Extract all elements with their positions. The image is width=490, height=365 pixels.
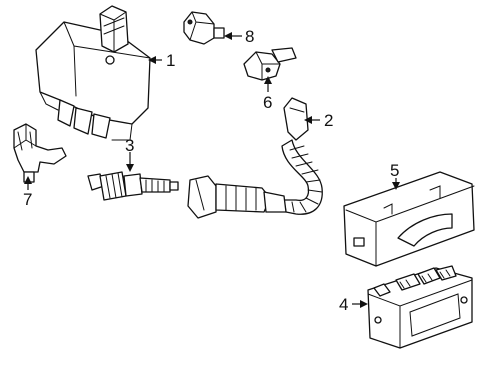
callout-8: 8 xyxy=(245,27,254,46)
callout-5: 5 xyxy=(390,161,399,180)
sensor-7 xyxy=(13,123,67,183)
callout-4: 4 xyxy=(339,295,348,314)
ignition-coil xyxy=(35,5,151,141)
callout-6: 6 xyxy=(263,93,272,112)
ecu-module xyxy=(367,265,473,349)
leader-lines xyxy=(24,32,400,308)
callout-2: 2 xyxy=(324,111,333,130)
sensor-8 xyxy=(183,11,225,45)
callout-1: 1 xyxy=(166,51,175,70)
callout-7: 7 xyxy=(23,190,32,209)
spark-plug xyxy=(87,171,179,201)
ignition-wire xyxy=(187,97,323,219)
callout-labels: 1 2 3 4 5 6 7 8 xyxy=(23,27,399,314)
callout-3: 3 xyxy=(125,136,134,155)
ecu-cover xyxy=(343,171,475,267)
sensor-6 xyxy=(243,47,297,81)
